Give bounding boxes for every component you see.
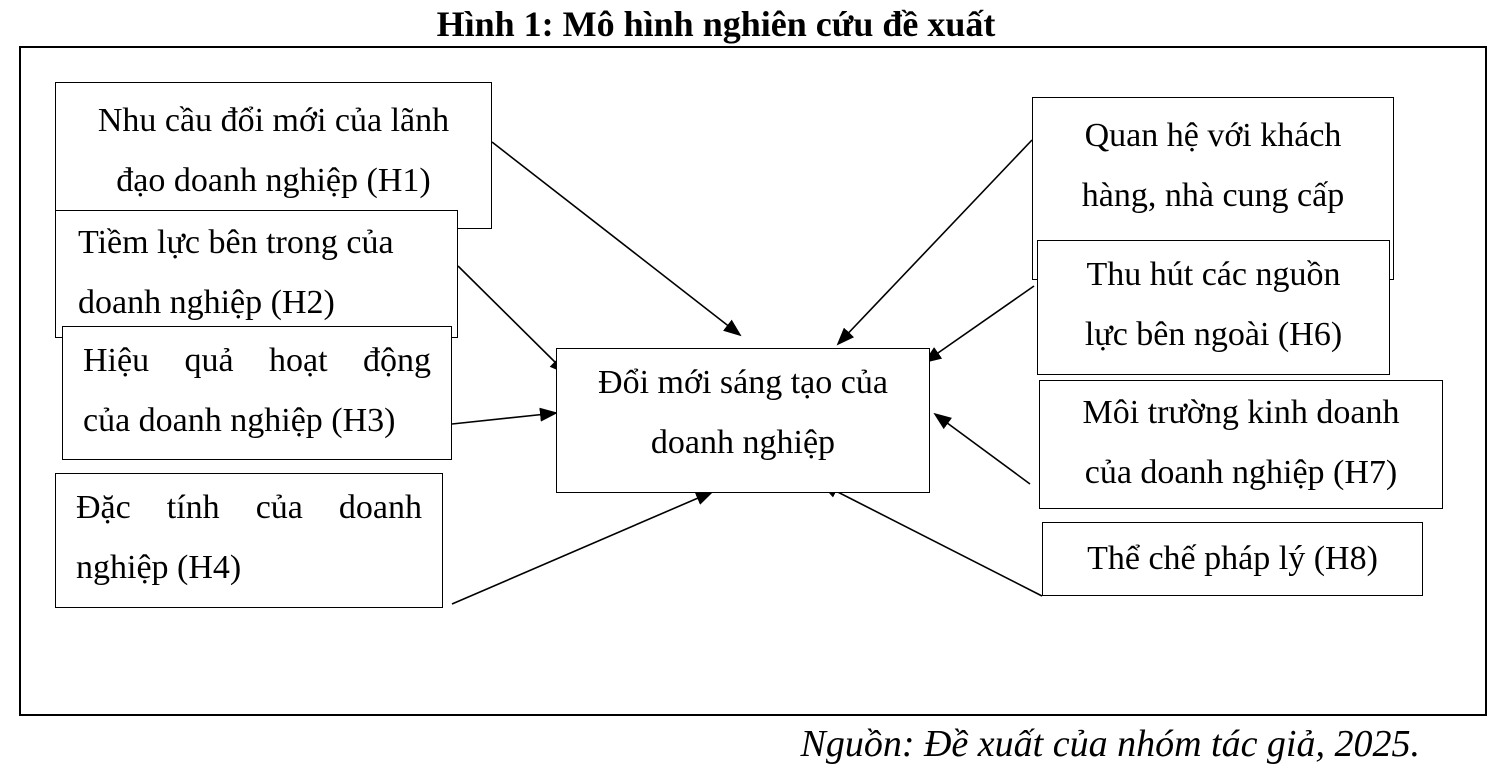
factor-h6-line-2: lực bên ngoài (H6) bbox=[1084, 316, 1343, 353]
factor-h1-line-1: Nhu cầu đổi mới của lãnh bbox=[97, 102, 450, 139]
factor-h2-line-1: Tiềm lực bên trong của bbox=[78, 224, 394, 261]
factor-box-h7: Môi trường kinh doanh của doanh nghiệp (… bbox=[1039, 380, 1443, 509]
factor-h5-line-1: Quan hệ với khách bbox=[1084, 117, 1342, 154]
factor-h4-line-1: Đặc tính của doanh bbox=[76, 489, 422, 526]
factor-box-h3: Hiệu quả hoạt động của doanh nghiệp (H3) bbox=[62, 326, 452, 460]
factor-h8-line-1: Thể chế pháp lý (H8) bbox=[1087, 540, 1378, 577]
source-note: Nguồn: Đề xuất của nhóm tác giả, 2025. bbox=[800, 723, 1420, 765]
factor-box-h1: Nhu cầu đổi mới của lãnh đạo doanh nghiệ… bbox=[55, 82, 492, 229]
factor-box-h6: Thu hút các nguồn lực bên ngoài (H6) bbox=[1037, 240, 1390, 375]
diagram-frame bbox=[19, 46, 1487, 716]
center-line-1: Đổi mới sáng tạo của bbox=[598, 364, 888, 401]
factor-h2-line-2: doanh nghiệp (H2) bbox=[78, 284, 335, 321]
factor-h3-line-1: Hiệu quả hoạt động bbox=[83, 342, 431, 379]
figure-title: Hình 1: Mô hình nghiên cứu đề xuất bbox=[436, 4, 996, 44]
center-line-2: doanh nghiệp bbox=[650, 424, 836, 461]
factor-box-h8: Thể chế pháp lý (H8) bbox=[1042, 522, 1423, 596]
factor-h7-line-1: Môi trường kinh doanh bbox=[1082, 394, 1400, 431]
factor-h6-line-1: Thu hút các nguồn bbox=[1086, 256, 1341, 293]
factor-h4-line-2: nghiệp (H4) bbox=[76, 549, 242, 586]
factor-box-h2: Tiềm lực bên trong của doanh nghiệp (H2) bbox=[55, 210, 458, 338]
center-box: Đổi mới sáng tạo của doanh nghiệp bbox=[556, 348, 930, 493]
factor-h5-line-2: hàng, nhà cung cấp bbox=[1081, 177, 1345, 214]
factor-h1-line-2: đạo doanh nghiệp (H1) bbox=[116, 162, 431, 199]
factor-box-h4: Đặc tính của doanh nghiệp (H4) bbox=[55, 473, 443, 608]
factor-h7-line-2: của doanh nghiệp (H7) bbox=[1084, 454, 1398, 491]
factor-h3-line-2: của doanh nghiệp (H3) bbox=[83, 402, 396, 439]
